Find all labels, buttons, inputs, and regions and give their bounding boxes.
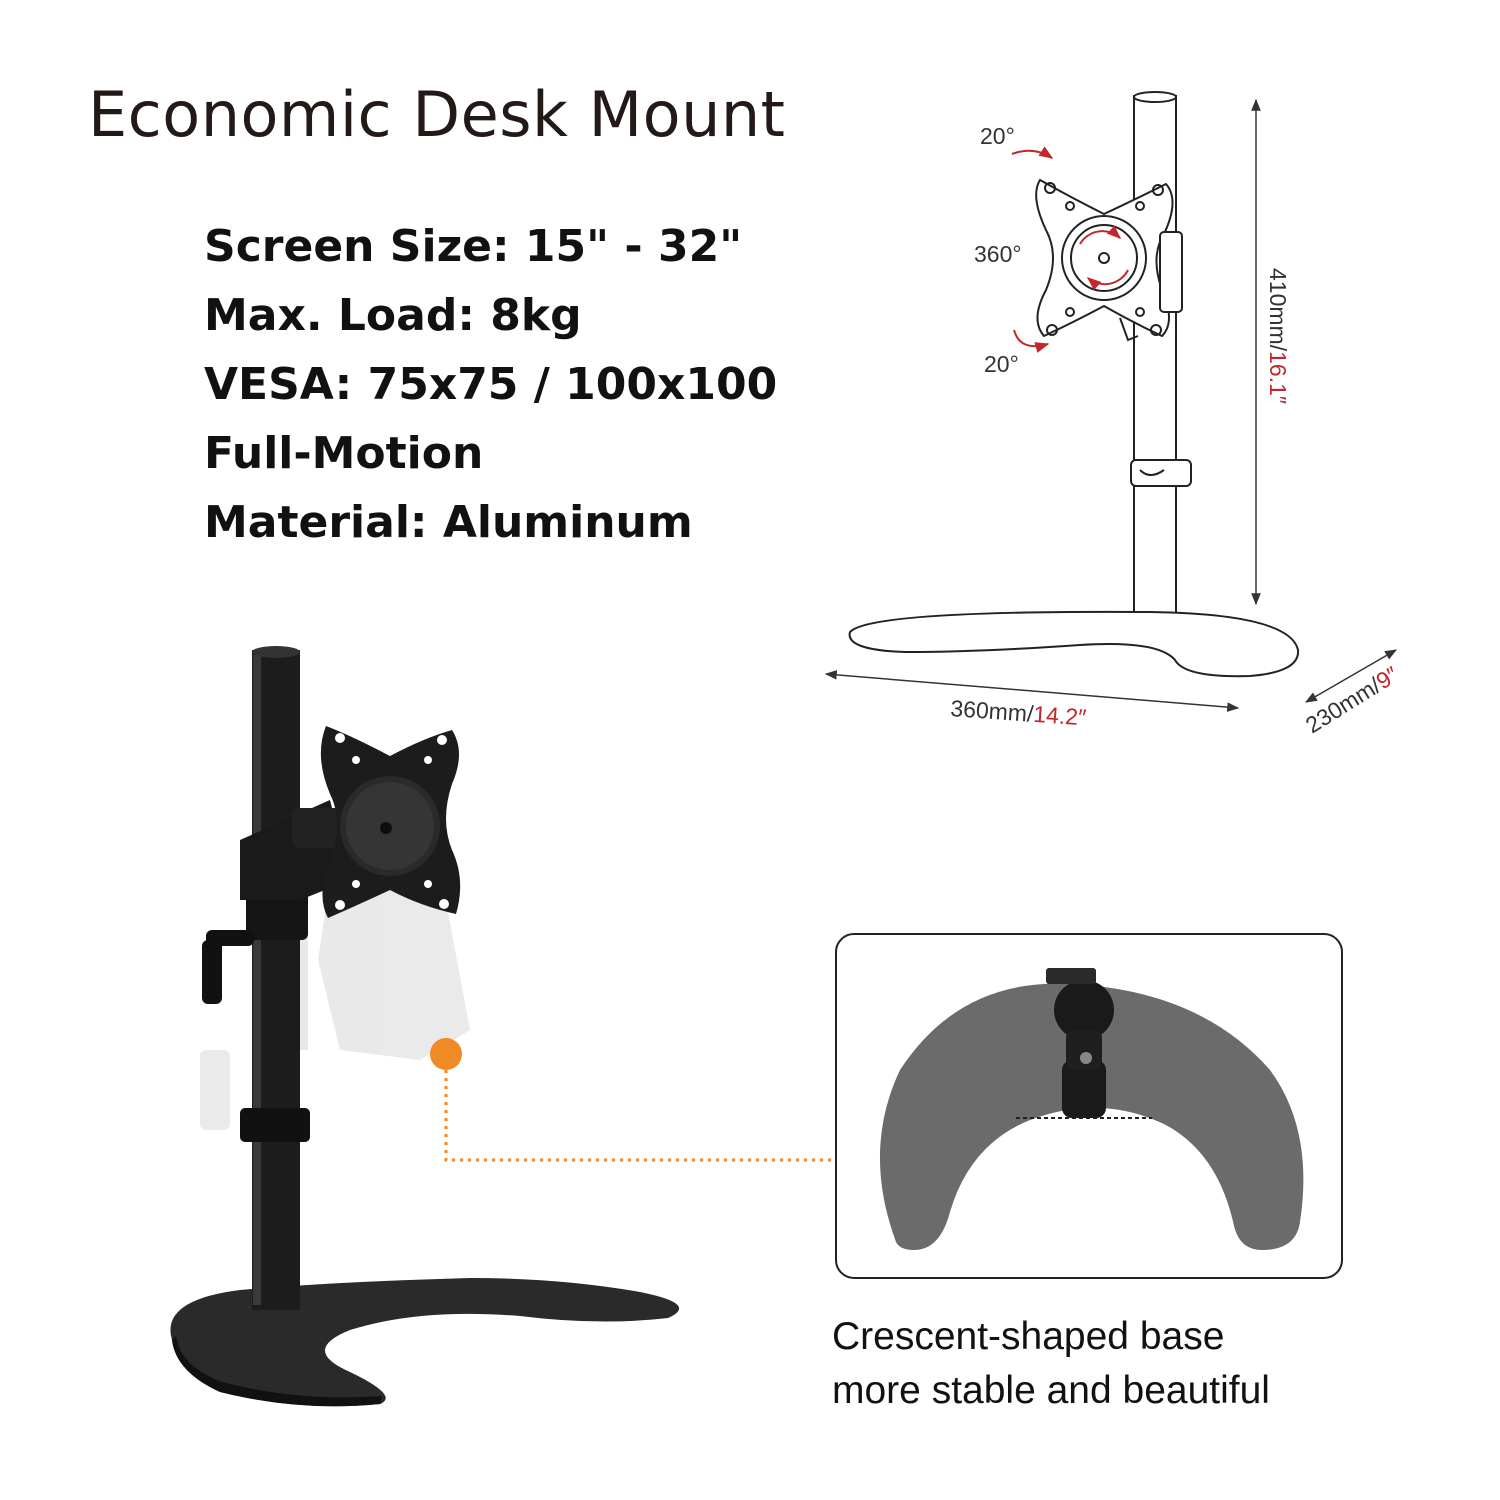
spec-material: Material: Aluminum [204, 497, 693, 548]
vesa-plate-render [320, 726, 461, 918]
spec-vesa: VESA: 75x75 / 100x100 [204, 359, 778, 410]
technical-drawing [824, 91, 1398, 712]
base-caption: Crescent-shaped base more stable and bea… [832, 1310, 1270, 1418]
spec-list: Screen Size: 15" - 32" Max. Load: 8kg VE… [204, 212, 777, 557]
tilt-down-label: 20° [984, 351, 1019, 377]
height-dimension: 410mm/16.1″ [1265, 268, 1291, 404]
height-metric: 410mm/ [1265, 268, 1291, 352]
base-inset [835, 933, 1343, 1279]
spec-screen-size: Screen Size: 15" - 32" [204, 221, 743, 272]
depth-metric: 230mm/ [1301, 672, 1386, 738]
callout-line [444, 1070, 834, 1162]
product-render [170, 646, 680, 1407]
width-imperial: 14.2″ [1033, 701, 1088, 731]
spec-motion: Full-Motion [204, 428, 484, 479]
spec-max-load: Max. Load: 8kg [204, 290, 582, 341]
callout-dot [430, 1038, 462, 1070]
caption-line-2: more stable and beautiful [832, 1369, 1270, 1412]
tilt-up-label: 20° [980, 123, 1015, 149]
caption-line-1: Crescent-shaped base [832, 1315, 1225, 1358]
depth-dimension: 230mm/9″ [1301, 661, 1403, 738]
width-dimension: 360mm/14.2″ [950, 695, 1087, 730]
height-imperial: 16.1″ [1265, 351, 1291, 404]
width-metric: 360mm/ [950, 695, 1035, 727]
product-title: Economic Desk Mount [88, 78, 786, 151]
rotation-label: 360° [974, 241, 1022, 267]
vesa-plate-drawing [1035, 178, 1183, 342]
